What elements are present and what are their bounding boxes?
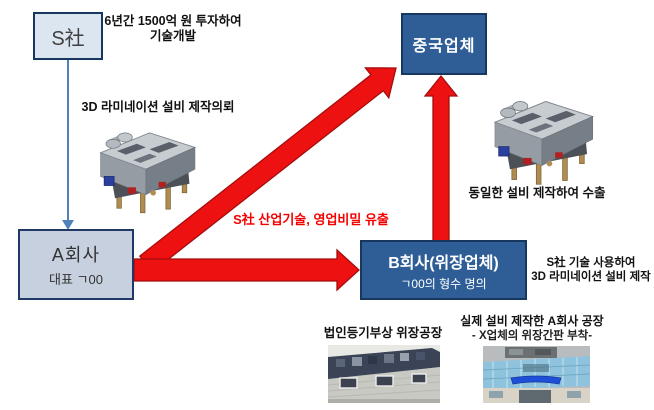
s-to-a-connector-arrow (62, 60, 74, 230)
investment-note: 6년간 1500억 원 투자하여 기술개발 (100, 14, 246, 45)
real-factory-caption-line1: 실제 설비 제작한 A회사 공장 (460, 314, 604, 328)
fake-factory-caption: 법인등기부상 위장공장 (323, 326, 443, 340)
real-factory-photo (483, 346, 590, 403)
investment-note-line2: 기술개발 (149, 29, 196, 44)
machine-3d-lamination-right-image (478, 94, 604, 188)
b-company-subtitle: ㄱ00의 형수 명의 (400, 276, 487, 291)
blue-awning (510, 375, 562, 385)
a-company-box: A회사 대표 ㄱ00 (18, 229, 134, 300)
b-company-box: B회사(위장업체) ㄱ00의 형수 명의 (360, 240, 527, 300)
s-company-label: S社 (51, 27, 85, 50)
b-to-china-export-arrow (423, 74, 459, 242)
b-usage-note-line2: 3D 라미네이션 설비 제작 (531, 271, 651, 284)
a-company-subtitle: 대표 ㄱ00 (49, 272, 103, 287)
real-factory-caption: 실제 설비 제작한 A회사 공장 - X업체의 위장간판 부착- (456, 314, 608, 343)
a-to-b-arrow (133, 248, 360, 292)
china-company-box: 중국업체 (401, 13, 487, 75)
b-usage-note-line1: S社 기술 사용하여 (546, 257, 636, 269)
china-company-label: 중국업체 (412, 38, 476, 55)
b-usage-note: S社 기술 사용하여 3D 라미네이션 설비 제작 (528, 256, 654, 284)
machine-3d-lamination-left-image (86, 124, 204, 218)
b-company-title: B회사(위장업체) (388, 254, 499, 272)
s-company-box: S社 (33, 12, 103, 60)
investment-note-line1: 6년간 1500억 원 투자하여 (104, 14, 242, 28)
real-factory-caption-line2: - X업체의 위장간판 부착- (471, 329, 593, 342)
leak-note: S社 산업기술, 영업비밀 유출 (233, 212, 389, 227)
request-note: 3D 라미네이션 설비 제작의뢰 (81, 100, 235, 114)
fake-factory-photo (328, 345, 440, 403)
export-note: 동일한 설비 제작하여 수출 (468, 186, 606, 200)
a-company-title: A회사 (51, 245, 101, 265)
